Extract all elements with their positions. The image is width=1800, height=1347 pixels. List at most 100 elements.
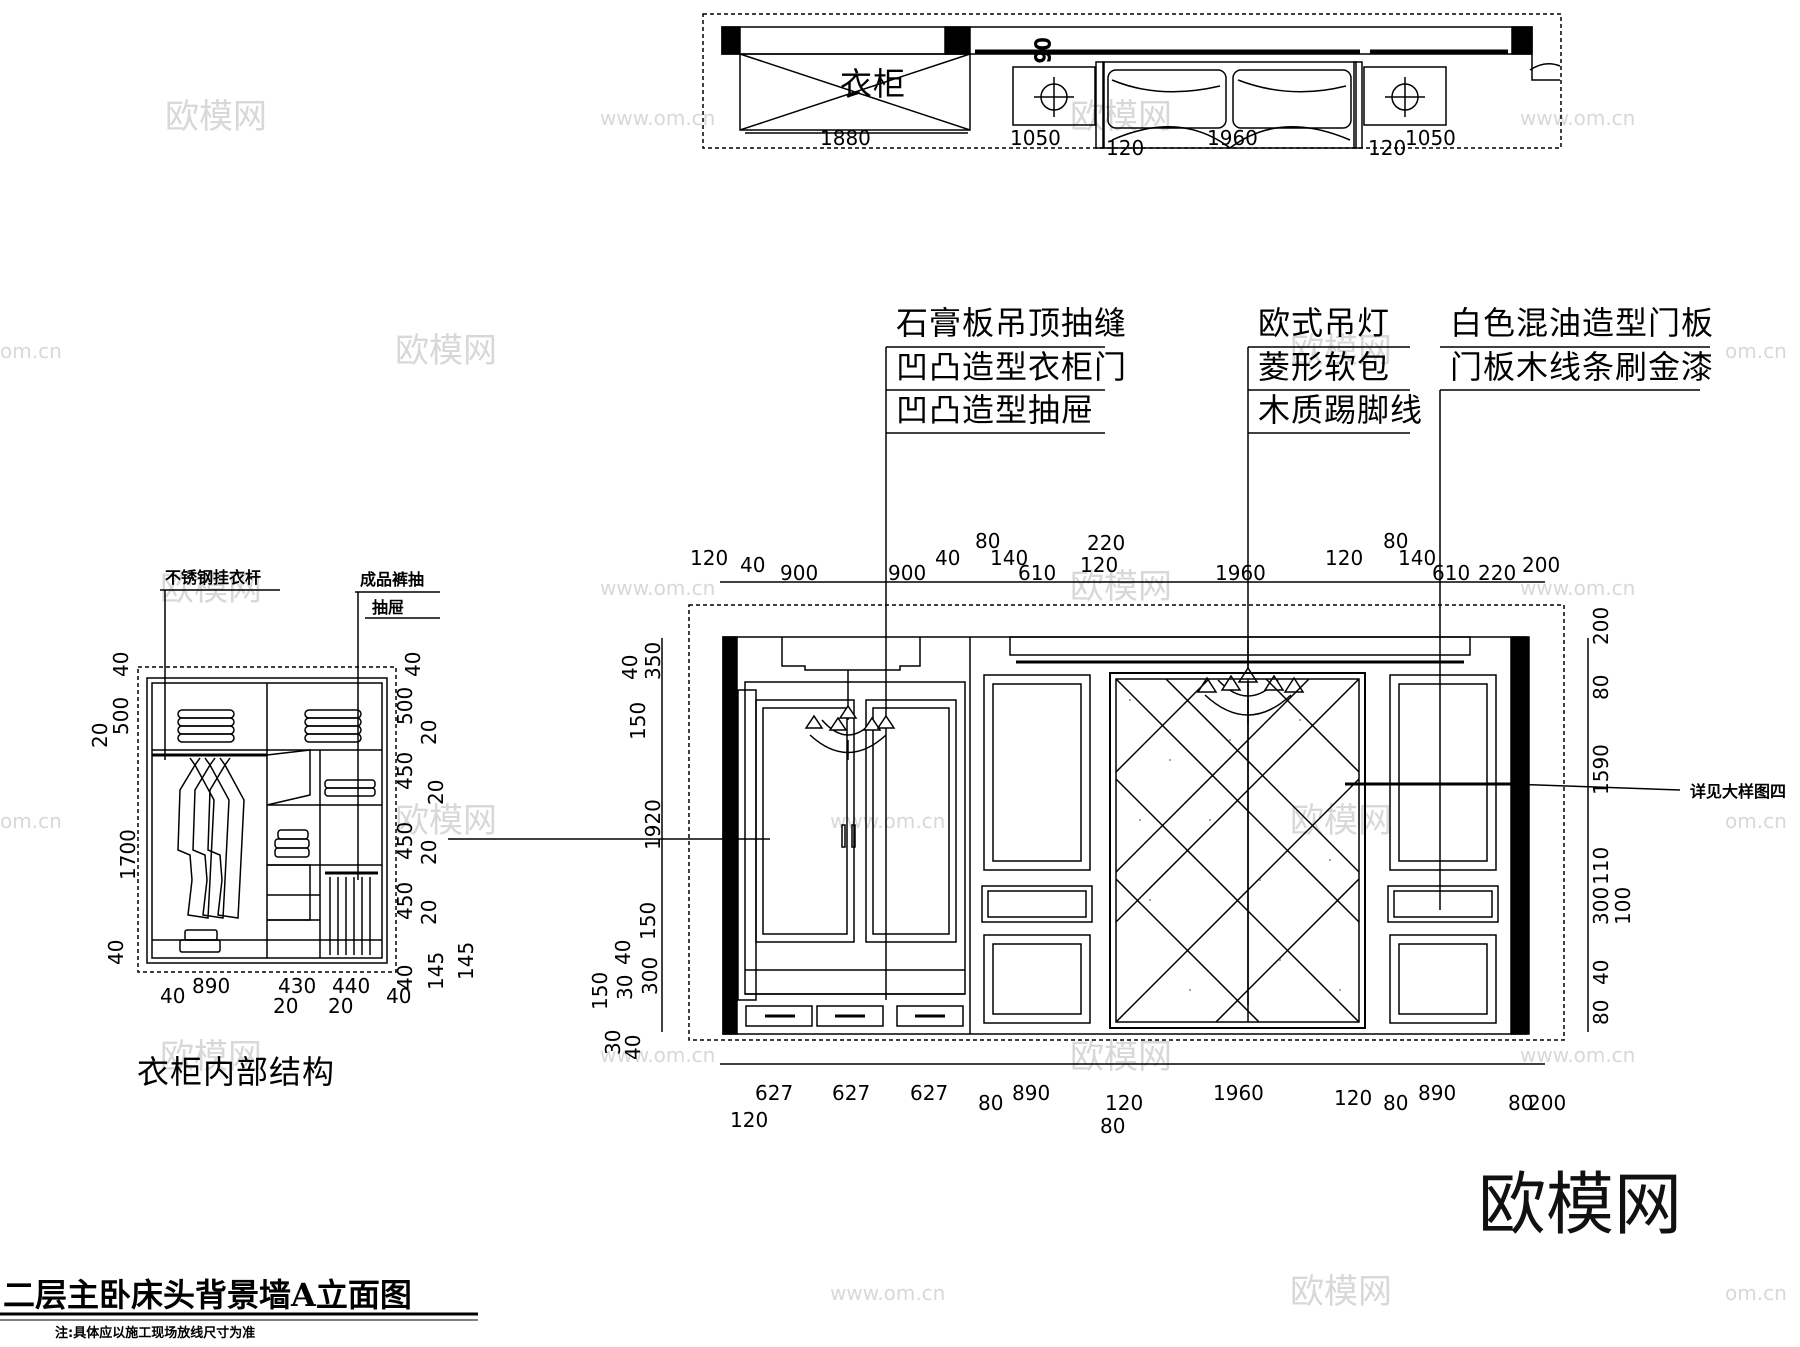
dim-top: 900 — [780, 561, 818, 585]
drawing-title: 二层主卧床头背景墙A立面图 — [3, 1276, 412, 1314]
callout-left-1: 石膏板吊顶抽缝 — [896, 304, 1127, 342]
plan-dimensions: 1880 1050 120 1960 120 1050 衣柜 — [820, 65, 1456, 160]
dim-interior-right: 500 — [393, 687, 417, 725]
plan-wardrobe-cross — [739, 53, 971, 131]
callout-right-2: 门板木线条刷金漆 — [1450, 348, 1714, 386]
watermark-url: www.om.cn — [600, 106, 715, 130]
wardrobe-door-right — [865, 699, 957, 943]
dim-top: 1960 — [1215, 561, 1266, 585]
elevation-column-left — [722, 636, 738, 1035]
dim-left: 40 — [611, 940, 635, 965]
plan-bed-side — [1353, 61, 1363, 149]
wardrobe-handle — [851, 824, 856, 848]
wardrobe-interior-leaders — [160, 589, 440, 880]
panel-left-upper — [983, 674, 1091, 871]
watermark-brand: 欧模网 — [1290, 331, 1392, 371]
dim-left: 30 — [601, 1030, 625, 1055]
panel-left-upper-inner — [992, 683, 1082, 862]
dim-bottom: 120 — [730, 1108, 768, 1132]
title-block: 二层主卧床头背景墙A立面图 注:具体应以施工现场放线尺寸为准 — [0, 1276, 478, 1341]
watermark-url: www.om.cn — [830, 809, 945, 833]
headboard-diamond-quilting — [1116, 679, 1359, 1022]
wardrobe-drawer-2 — [816, 1005, 884, 1027]
plan-door-swing — [1531, 54, 1560, 81]
watermark-brand: 欧模网 — [1070, 97, 1172, 137]
callout-leaders — [448, 346, 1710, 1005]
dim-interior-left: 20 — [88, 723, 112, 748]
dim-top: 120 — [1080, 553, 1118, 577]
wardrobe-drawer-1 — [745, 1005, 813, 1027]
dim-top: 40 — [740, 553, 765, 577]
watermark-url: om.cn — [1725, 809, 1787, 833]
watermark-brand: 欧模网 — [395, 331, 497, 371]
dim-interior-bottom: 440 — [332, 974, 370, 998]
dim-interior-bottom: 20 — [273, 994, 298, 1018]
watermark-url: www.om.cn — [600, 576, 715, 600]
panel-right-upper — [1389, 674, 1497, 871]
dim-interior-right: 145 — [424, 952, 448, 990]
wardrobe-drawer-3 — [896, 1005, 964, 1027]
watermark-brand: 欧模网 — [1290, 801, 1392, 841]
wardrobe-door-right-panel — [872, 707, 950, 935]
wardrobe-side-molding — [737, 689, 757, 1001]
label-drawer: 抽屉 — [372, 598, 404, 617]
wardrobe-interior — [137, 666, 397, 973]
elevation-bottom-dimensions: 627 627 627 80 890 120 1960 120 80 890 8… — [730, 1081, 1566, 1138]
headboard-texture — [1129, 699, 1341, 991]
dim-interior-left: 1700 — [116, 829, 140, 880]
plan-nightstand-left — [1012, 66, 1096, 126]
dim-left: 300 — [638, 957, 662, 995]
plan-dim-90: 90 — [1031, 38, 1055, 63]
watermark-brand: 欧模网 — [1070, 567, 1172, 607]
dim-right: 100 — [1611, 887, 1635, 925]
folded-clothes-icon — [177, 709, 376, 953]
dim-interior-bottom: 40 — [160, 984, 185, 1008]
dim-right: 1590 — [1589, 744, 1613, 795]
label-hanging-rod: 不锈钢挂衣杆 — [165, 568, 261, 587]
elevation-ceiling-trough — [1009, 636, 1471, 656]
drawing-note: 注:具体应以施工现场放线尺寸为准 — [55, 1325, 255, 1341]
elevation-boundary — [688, 604, 1565, 1041]
dim-bottom: 890 — [1012, 1081, 1050, 1105]
callout-middle-2: 菱形软包 — [1258, 348, 1390, 386]
chandelier-left — [804, 670, 896, 760]
dim-right: 110 — [1589, 847, 1613, 885]
dim-bottom: 80 — [978, 1091, 1003, 1115]
watermark-url: om.cn — [0, 809, 62, 833]
dim-top: 610 — [1018, 561, 1056, 585]
interior-boundary — [137, 666, 397, 973]
headboard-inner — [1115, 678, 1360, 1023]
dim-interior-right: 20 — [417, 900, 441, 925]
dim-top: 900 — [888, 561, 926, 585]
elevation-right-dimensions: 200 80 1590 110 300 100 40 80 — [1589, 607, 1635, 1025]
plan-pillow-folds — [1111, 79, 1347, 93]
dim-bottom: 120 — [1105, 1091, 1143, 1115]
dim-top: 220 — [1478, 561, 1516, 585]
dim-interior-right: 20 — [417, 720, 441, 745]
dim-left: 150 — [626, 702, 650, 740]
wardrobe-door-left-panel — [762, 707, 848, 935]
dim-left: 40 — [618, 655, 642, 680]
callout-right-1: 白色混油造型门板 — [1450, 304, 1714, 342]
watermark-brand: 欧模网 — [165, 97, 267, 137]
dim-interior-bottom: 430 — [278, 974, 316, 998]
interior-open-door — [266, 749, 311, 806]
dim-left: 150 — [588, 972, 612, 1010]
wardrobe-side-strip — [723, 751, 735, 993]
callouts: 石膏板吊顶抽缝 凹凸造型衣柜门 凹凸造型抽屉 欧式吊灯 菱形软包 木质踢脚线 白… — [896, 304, 1786, 801]
dim-interior-right: 145 — [454, 942, 478, 980]
panel-right-rail-inner — [1393, 890, 1493, 918]
wardrobe-interior-labels: 不锈钢挂衣杆 成品裤抽 抽屉 衣柜内部结构 — [137, 568, 424, 1091]
dim-bottom: 80 — [1383, 1091, 1408, 1115]
dim-interior-right: 20 — [424, 780, 448, 805]
dim-top: 140 — [1398, 546, 1436, 570]
hanging-coats-icon — [177, 757, 245, 919]
plan-view: 90 — [702, 13, 1562, 149]
panel-left-lower — [983, 934, 1091, 1024]
dim-interior-bottom: 890 — [192, 974, 230, 998]
watermark-brand: 欧模网 — [160, 1037, 262, 1077]
plan-dim-wardrobe: 1880 — [820, 126, 871, 150]
dim-interior-right: 450 — [393, 752, 417, 790]
dim-right: 40 — [1589, 960, 1613, 985]
